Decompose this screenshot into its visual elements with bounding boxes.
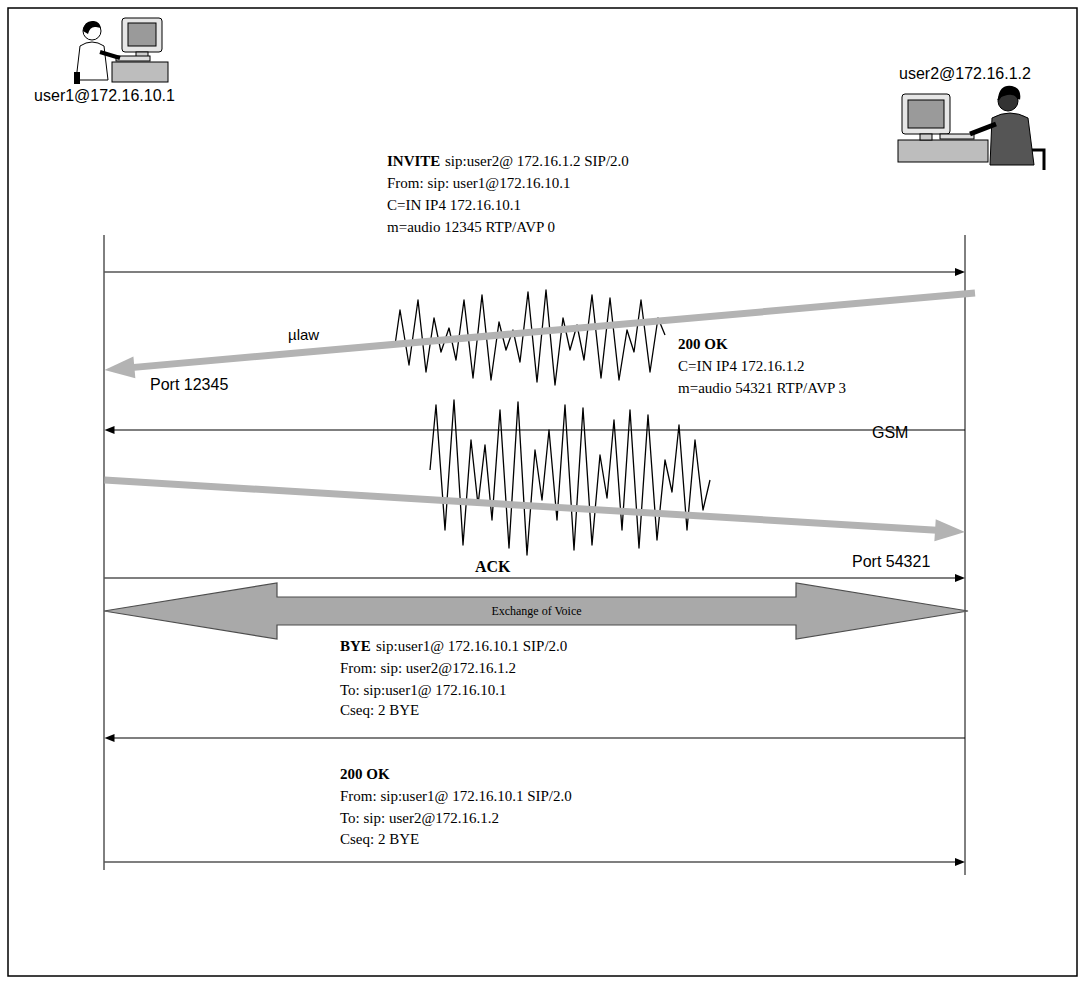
- message-arrow: [105, 268, 966, 276]
- participant-label: user1@172.16.10.1: [32, 86, 177, 106]
- arrowhead: [955, 268, 965, 276]
- message-arrow: [105, 426, 966, 434]
- arrowhead: [934, 519, 965, 541]
- header-line: To: sip: user2@172.16.1.2: [340, 809, 499, 827]
- message-uri: sip:user2@ 172.16.1.2 SIP/2.0: [445, 152, 629, 170]
- arrow-line: [105, 861, 958, 862]
- message-name: BYE: [340, 637, 371, 655]
- participant-label: user2@172.16.1.2: [897, 64, 1033, 84]
- message-arrow: [105, 734, 966, 742]
- double-arrow-outline: [104, 583, 968, 639]
- message-arrow: [105, 858, 966, 866]
- arrow-line: [128, 293, 975, 368]
- arrowhead: [955, 858, 965, 866]
- message-name: ACK: [475, 558, 511, 576]
- arrowhead: [105, 426, 115, 434]
- arrowhead: [955, 574, 965, 582]
- lifeline: [104, 235, 105, 870]
- frame: [8, 8, 1077, 976]
- arrowhead: [105, 356, 136, 378]
- header-line: To: sip:user1@ 172.16.10.1: [340, 681, 507, 699]
- message-arrow: [105, 574, 966, 582]
- participant-name: user1@172.16.10.1: [32, 86, 177, 106]
- band-label: Exchange of Voice: [491, 601, 581, 621]
- sdp-line: m=audio 54321 RTP/AVP 3: [678, 379, 846, 397]
- arrow-line: [105, 480, 942, 531]
- participant-name: user2@172.16.1.2: [897, 64, 1033, 84]
- arrow-line: [105, 577, 958, 578]
- header-line: Cseq: 2 BYE: [340, 830, 419, 848]
- header-line: From: sip:user1@ 172.16.10.1 SIP/2.0: [340, 787, 572, 805]
- message-name: INVITE: [387, 152, 440, 170]
- port-label: Port 12345: [150, 376, 228, 394]
- arrow-line: [113, 429, 966, 430]
- voice-band: Exchange of Voice: [104, 582, 969, 640]
- message-uri: sip:user1@ 172.16.10.1 SIP/2.0: [376, 637, 567, 655]
- header-line: From: sip: user1@172.16.10.1: [387, 174, 570, 192]
- header-line: From: sip: user2@172.16.1.2: [340, 659, 516, 677]
- arrow-line: [113, 737, 966, 738]
- sdp-line: m=audio 12345 RTP/AVP 0: [387, 218, 555, 236]
- codec-label: µlaw: [288, 326, 319, 344]
- waveform: [430, 400, 710, 555]
- lifeline: [965, 235, 966, 875]
- user-icon: [898, 86, 1044, 170]
- message-name: 200 OK: [678, 335, 728, 353]
- sdp-line: C=IN IP4 172.16.10.1: [387, 196, 521, 214]
- header-line: Cseq: 2 BYE: [340, 701, 419, 719]
- arrowhead: [105, 734, 115, 742]
- message-name: 200 OK: [340, 765, 390, 783]
- user-icon: [74, 18, 168, 84]
- port-label: Port 54321: [852, 553, 930, 571]
- media-stream-arrow: [105, 480, 966, 541]
- sdp-line: C=IN IP4 172.16.1.2: [678, 357, 804, 375]
- arrow-line: [105, 271, 958, 272]
- codec-label: GSM: [872, 424, 908, 442]
- media-stream-arrow: [105, 293, 976, 378]
